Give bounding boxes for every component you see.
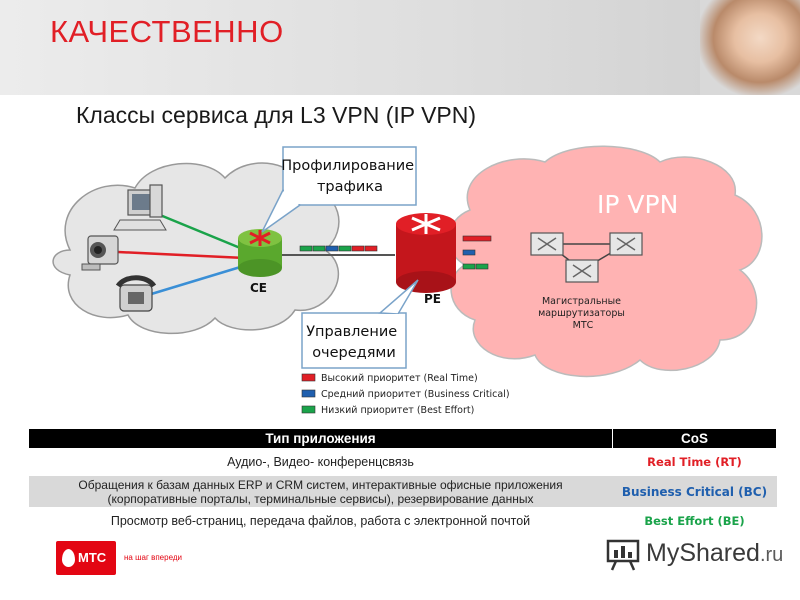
backbone-router-icon	[530, 232, 564, 256]
slide-subtitle: Классы сервиса для L3 VPN (IP VPN)	[76, 102, 477, 128]
ip-vpn-cloud-label: IP VPN	[597, 190, 678, 219]
priority-queues	[462, 235, 492, 270]
cos-cell: Real Time (RT)	[612, 448, 777, 476]
link-pc-to-ce	[159, 213, 251, 254]
myshared-watermark: MyShared.ru	[606, 535, 783, 575]
header-band	[0, 0, 800, 95]
table-row: Обращения к базам данных ERP и CRM систе…	[28, 475, 777, 508]
app-type-cell: Обращения к базам данных ERP и CRM систе…	[28, 475, 613, 508]
header-photo-woman-on-phone	[700, 0, 800, 95]
backbone-label: Магистральные маршрутизаторы МТС	[538, 296, 628, 331]
cos-table-header-row: Тип приложения CoS	[28, 428, 777, 449]
legend-swatch-low	[301, 405, 316, 414]
callout-traffic-line-1: Профилирование	[281, 158, 414, 174]
traffic-stream	[299, 245, 378, 252]
myshared-suffix: .ru	[759, 544, 784, 566]
callout-traffic-line-2: трафика	[317, 179, 383, 195]
svg-text:Управление очередями: Управление очередями	[306, 324, 402, 361]
pe-label: PE	[424, 292, 441, 306]
video-camera-icon	[81, 235, 119, 271]
vpn-network-diagram: IP VPN CE	[52, 145, 763, 416]
backbone-label-line-1: Магистральные	[542, 296, 621, 307]
svg-text:Профилирование трафика: Профилирование трафика	[281, 158, 418, 195]
presentation-board-icon	[606, 539, 640, 571]
callout-queue-management: Управление очередями	[301, 279, 419, 369]
mts-brand-text: МТС	[78, 550, 107, 565]
cos-cell: Business Critical (BC)	[612, 475, 777, 508]
table-row: Аудио-, Видео- конференцсвязь Real Time …	[28, 448, 777, 476]
telephone-icon	[115, 275, 157, 312]
ce-label: CE	[250, 281, 267, 295]
backbone-router-icon	[565, 259, 599, 283]
backbone-router-icon	[609, 232, 643, 256]
link-video-to-ce	[117, 250, 246, 260]
slide-header-title: КАЧЕСТВЕННО	[50, 14, 284, 49]
mts-slogan: на шаг впереди	[124, 553, 182, 562]
cos-table: Тип приложения CoS Аудио-, Видео- конфер…	[28, 428, 777, 535]
app-type-cell: Аудио-, Видео- конференцсвязь	[28, 448, 613, 476]
legend-label-low: Низкий приоритет (Best Effort)	[321, 405, 474, 416]
priority-legend: Высокий приоритет (Real Time) Средний пр…	[301, 373, 510, 416]
mts-egg-icon	[62, 549, 75, 567]
legend-swatch-high	[301, 373, 316, 382]
cos-cell: Best Effort (BE)	[612, 507, 777, 535]
computer-icon	[113, 184, 167, 231]
column-header-app-type: Тип приложения	[28, 428, 613, 449]
pe-router-icon	[396, 213, 456, 293]
link-phone-to-ce	[147, 263, 248, 297]
app-type-cell: Просмотр веб-страниц, передача файлов, р…	[28, 507, 613, 535]
backbone-label-line-2: маршрутизаторы	[538, 308, 625, 319]
backbone-routers	[530, 232, 643, 283]
mts-logo: МТС	[56, 541, 116, 575]
table-row: Просмотр веб-страниц, передача файлов, р…	[28, 507, 777, 535]
ce-router-icon	[238, 229, 282, 277]
callout-queue-line-2: очередями	[312, 345, 396, 361]
callout-traffic-profiling: Профилирование трафика	[261, 146, 418, 233]
legend-label-medium: Средний приоритет (Business Critical)	[321, 389, 510, 400]
backbone-label-line-3: МТС	[573, 320, 594, 331]
myshared-main: MyShared	[646, 539, 760, 567]
legend-label-high: Высокий приоритет (Real Time)	[321, 373, 478, 384]
legend-swatch-medium	[301, 389, 316, 398]
callout-queue-line-1: Управление	[306, 324, 397, 340]
ip-vpn-cloud	[448, 145, 763, 378]
column-header-cos: CoS	[612, 428, 777, 449]
myshared-text: MyShared.ru	[646, 539, 783, 568]
